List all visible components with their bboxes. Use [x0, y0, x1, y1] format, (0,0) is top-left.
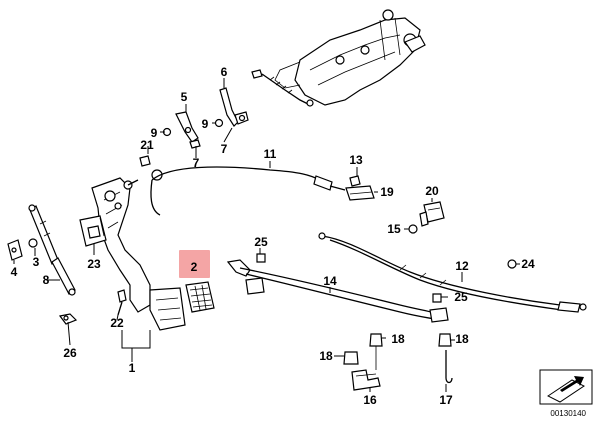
callout-18-b[interactable]: 18	[391, 332, 405, 346]
leader-lines	[13, 78, 520, 392]
callout-17[interactable]: 17	[439, 393, 453, 407]
callout-3[interactable]: 3	[33, 255, 40, 269]
callout-25-b[interactable]: 25	[454, 290, 468, 304]
callout-26[interactable]: 26	[63, 346, 77, 360]
callout-18-a[interactable]: 18	[319, 349, 333, 363]
part-7-bracket-a	[219, 87, 249, 127]
part-1-pedal-assembly	[91, 177, 186, 331]
callout-23[interactable]: 23	[87, 257, 101, 271]
callout-16[interactable]: 16	[363, 393, 377, 407]
part-15-nut	[408, 224, 418, 234]
callout-14[interactable]: 14	[323, 274, 337, 288]
callout-20[interactable]: 20	[425, 184, 439, 198]
callout-21[interactable]: 21	[140, 138, 154, 152]
part-17-hook	[445, 350, 453, 384]
part-26-clip	[58, 313, 78, 325]
callout-24[interactable]: 24	[521, 257, 535, 271]
part-20-block	[419, 201, 445, 227]
part-18-grommets	[343, 333, 452, 370]
callout-19[interactable]: 19	[380, 185, 394, 199]
part-6-bolt	[251, 69, 314, 107]
callout-13[interactable]: 13	[349, 153, 363, 167]
part-12-cable	[318, 232, 587, 313]
upper-bracket-assembly	[274, 9, 426, 106]
callout-12[interactable]: 12	[455, 259, 469, 273]
part-8-gas-strut	[28, 204, 76, 296]
callout-25-a[interactable]: 25	[254, 235, 268, 249]
callout-15[interactable]: 15	[387, 222, 401, 236]
callout-9-b[interactable]: 9	[202, 117, 209, 131]
callout-8[interactable]: 8	[43, 273, 50, 287]
part-24-grommet	[507, 259, 517, 269]
part-22-bolt	[117, 289, 127, 316]
callout-4[interactable]: 4	[11, 265, 18, 279]
callout-5[interactable]: 5	[181, 90, 188, 104]
callout-18-c[interactable]: 18	[455, 332, 469, 346]
part-14-cable	[226, 259, 449, 323]
callout-22[interactable]: 22	[110, 316, 124, 330]
part-25-grommets	[256, 253, 442, 303]
part-7-bracket-b	[175, 111, 201, 149]
callout-7-b[interactable]: 7	[193, 156, 200, 170]
part-23-bracket	[79, 215, 107, 247]
callout-1[interactable]: 1	[129, 361, 136, 375]
callout-2[interactable]: 2	[191, 260, 198, 274]
callout-7-a[interactable]: 7	[221, 142, 228, 156]
part-3-4-mount	[7, 238, 38, 261]
part-11-cable	[150, 166, 346, 216]
callout-6[interactable]: 6	[221, 65, 228, 79]
callout-9-a[interactable]: 9	[151, 126, 158, 140]
diagram-id-label: 00130140	[550, 409, 586, 418]
callout-labels: 1 2 3 4 5 6 7 7 8 9 9 11 12 13 14 15 16 …	[11, 65, 535, 407]
callout-11[interactable]: 11	[264, 147, 277, 161]
part-2-highlight	[179, 250, 210, 278]
part-2-pedal-pad	[185, 281, 215, 313]
part-16-bracket	[351, 369, 381, 391]
part-13-19-connector	[345, 175, 375, 201]
direction-arrow-icon	[539, 369, 593, 405]
